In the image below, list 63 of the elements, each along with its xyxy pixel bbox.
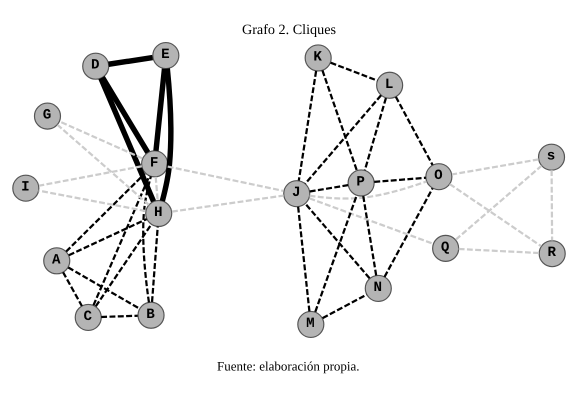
connector — [168, 165, 284, 192]
connector — [394, 96, 434, 166]
node-circle: I — [12, 174, 40, 202]
connector — [108, 54, 153, 67]
node-circle: E — [152, 42, 180, 70]
node-circle: F — [141, 150, 168, 178]
node-circle: N — [364, 274, 392, 302]
connector — [172, 194, 284, 213]
node-circle: M — [297, 310, 324, 338]
connector — [100, 76, 150, 154]
connector — [98, 77, 156, 202]
diagram-title: Grafo 2. Cliques — [242, 22, 336, 38]
node-circle: s — [538, 144, 566, 171]
node-circle: H — [145, 200, 172, 228]
connector — [160, 68, 174, 202]
connector — [309, 180, 427, 200]
node-circle: O — [425, 163, 452, 190]
node-circle: B — [137, 302, 165, 329]
node-circle: A — [43, 247, 70, 274]
connector — [452, 158, 539, 176]
node-circle: C — [74, 304, 102, 332]
connector — [304, 203, 370, 280]
connector — [94, 224, 152, 307]
caption: Fuente: elaboración propia. — [216, 358, 360, 374]
connector — [364, 98, 387, 170]
connector — [550, 170, 554, 241]
node-circle: D — [82, 52, 110, 80]
connector — [304, 94, 382, 184]
connector — [362, 196, 378, 276]
connector — [384, 188, 434, 278]
node-circle: Q — [432, 234, 460, 262]
connector — [321, 70, 358, 171]
connector — [153, 68, 168, 152]
connector — [322, 294, 368, 320]
node-circle: G — [34, 102, 62, 130]
connector — [150, 226, 159, 302]
connector — [68, 266, 140, 310]
connector — [65, 172, 146, 252]
connector — [314, 194, 358, 312]
connector — [38, 190, 146, 212]
connector — [92, 175, 150, 306]
connector — [297, 206, 311, 312]
connector — [56, 124, 150, 206]
node-circle: K — [304, 44, 332, 72]
connector — [455, 164, 542, 240]
connector — [310, 184, 348, 193]
connector — [374, 176, 426, 184]
node-circle: R — [538, 240, 566, 268]
connector — [101, 314, 138, 318]
connector — [298, 70, 318, 181]
connector — [142, 176, 152, 303]
connector — [458, 248, 540, 254]
connector — [62, 272, 83, 307]
node-circle: J — [283, 180, 310, 208]
connector — [449, 183, 542, 248]
connector — [59, 120, 143, 160]
node-circle: P — [348, 169, 375, 197]
connector — [309, 197, 434, 245]
connector — [38, 165, 142, 187]
node-circle: L — [376, 72, 404, 99]
connector — [330, 62, 378, 82]
connector — [154, 176, 159, 200]
connector — [68, 218, 148, 256]
